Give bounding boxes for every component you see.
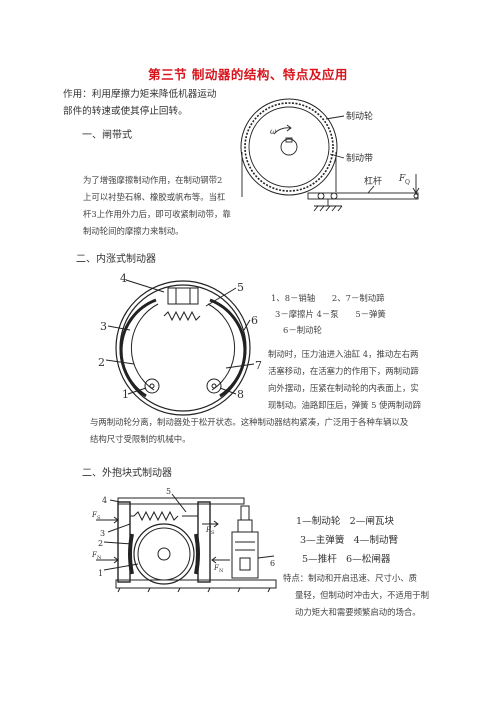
- label-omega: ω: [270, 127, 277, 136]
- internal-desc-full-line: 与两制动轮分离，制动器处于松开状态。这种制动器结构紧凑，广泛用于各种车辆以及: [90, 417, 409, 427]
- external-force-fn-left-sub: N: [97, 555, 102, 561]
- intro-line: 作用：利用摩擦力矩来降低机器运动: [63, 89, 217, 100]
- band-brake-diagram: 制动轮 制动带 杠杆 ω F Q: [240, 98, 420, 212]
- external-desc-line: 特点：制动和开启迅速、尺寸小、质: [283, 573, 417, 583]
- intro-line: 部件的转速或使其停止回转。: [63, 106, 188, 117]
- external-desc-line: 动力矩大和需要频繁启动的场合。: [295, 607, 421, 617]
- external-desc: 特点：制动和开启迅速、尺寸小、质 量轻，但制动时冲击大，不适用于制 动力矩大和需…: [283, 570, 429, 621]
- external-legend-row: 3—主弹簧 4—制动臂: [296, 531, 398, 550]
- external-legend-item: 5—推杆: [302, 554, 337, 565]
- band-para-line: 上可以衬垫石棉、橡胶或帆布等。当杠: [83, 192, 226, 202]
- external-legend-item: 1—制动轮: [296, 516, 341, 527]
- internal-legend-line: 1、8－销轴 2、7－制动蹄: [271, 293, 385, 303]
- external-force-fn-left: F: [91, 551, 98, 559]
- section-heading-external: 二、外抱块式制动器: [82, 468, 172, 479]
- page-title: 第三节 制动器的结构、特点及应用: [148, 67, 348, 82]
- band-paragraph: 为了增强摩擦制动作用，在制动钢带2 上可以衬垫石棉、橡胶或帆布等。当杠 杆3上作…: [83, 172, 231, 240]
- external-legend-row: 5—推杆 6—松闸器: [296, 550, 398, 569]
- band-para-line: 制动轮间的摩擦力来制动。: [83, 226, 184, 236]
- label-brake-wheel: 制动轮: [346, 110, 373, 122]
- external-force-fs-left: F: [91, 511, 98, 519]
- internal-desc-full-line: 结构尺寸受限制的机械中。: [90, 434, 191, 444]
- internal-num-5: 5: [237, 281, 244, 294]
- external-brake-diagram: 4 5 3 2 1 6 F S F N F S F N: [91, 487, 277, 593]
- external-num-2: 2: [98, 539, 103, 548]
- internal-legend-line: 6－制动轮: [283, 325, 322, 335]
- external-num-1: 1: [98, 569, 103, 578]
- internal-num-2: 2: [98, 356, 105, 369]
- internal-desc: 制动时，压力油进入油缸 4，推动左右两 活塞移动，在活塞力的作用下，两制动蹄 向…: [268, 346, 421, 414]
- label-brake-band: 制动带: [346, 152, 373, 164]
- section-heading-band: 一、闸带式: [82, 130, 132, 141]
- external-desc-line: 量轻，但制动时冲击大，不适用于制: [295, 590, 429, 600]
- external-legend: 1—制动轮 2—闸瓦块 3—主弹簧 4—制动臂 5—推杆 6—松闸器: [296, 512, 398, 569]
- external-force-fs-right: F: [205, 526, 212, 534]
- intro-text: 作用：利用摩擦力矩来降低机器运动 部件的转速或使其停止回转。: [63, 86, 217, 120]
- internal-num-3: 3: [100, 320, 107, 333]
- internal-num-7: 7: [255, 359, 262, 372]
- internal-num-1: 1: [122, 388, 129, 401]
- internal-legend-line: 3－摩擦片 4－泵 5－弹簧: [275, 309, 386, 319]
- internal-desc-line: 向外摆动，压紧在制动轮的内表面上，实: [268, 383, 419, 393]
- external-force-fs-right-sub: S: [211, 530, 215, 536]
- internal-num-8: 8: [237, 388, 244, 401]
- internal-desc-full: 与两制动轮分离，制动器处于松开状态。这种制动器结构紧凑，广泛用于各种车辆以及 结…: [90, 414, 408, 448]
- band-para-line: 为了增强摩擦制动作用，在制动钢带2: [83, 175, 223, 185]
- external-legend-item: 2—闸瓦块: [349, 516, 395, 527]
- external-legend-item: 4—制动臂: [353, 535, 399, 546]
- label-force-f: F: [398, 174, 406, 184]
- band-para-line: 杆3上作用外力后，即可收紧制动带，靠: [83, 209, 231, 219]
- internal-num-4: 4: [120, 272, 127, 285]
- external-num-5: 5: [166, 487, 171, 496]
- external-legend-row: 1—制动轮 2—闸瓦块: [296, 512, 398, 531]
- section-heading-internal: 二、内涨式制动器: [76, 254, 156, 265]
- label-force-sub: Q: [405, 179, 410, 186]
- internal-desc-line: 制动时，压力油进入油缸 4，推动左右两: [268, 349, 419, 359]
- external-legend-item: 6—松闸器: [346, 554, 391, 565]
- internal-brake-diagram: 4 5 3 6 2 7 1 8: [98, 272, 262, 416]
- external-force-fs-left-sub: S: [97, 515, 101, 521]
- external-num-6: 6: [270, 559, 275, 568]
- external-force-fn-right: F: [213, 564, 220, 572]
- internal-desc-line: 活塞移动，在活塞力的作用下，两制动蹄: [268, 366, 419, 376]
- external-force-fn-right-sub: N: [219, 568, 224, 574]
- external-num-4: 4: [102, 496, 107, 505]
- external-legend-item: 3—主弹簧: [300, 535, 345, 546]
- internal-num-6: 6: [251, 314, 258, 327]
- label-lever: 杠杆: [364, 175, 382, 187]
- external-num-3: 3: [100, 529, 105, 538]
- internal-legend: 1、8－销轴 2、7－制动蹄 3－摩擦片 4－泵 5－弹簧 6－制动轮: [271, 290, 386, 338]
- internal-desc-line: 现制动。油路卸压后，弹簧 5 使两制动蹄: [268, 400, 422, 410]
